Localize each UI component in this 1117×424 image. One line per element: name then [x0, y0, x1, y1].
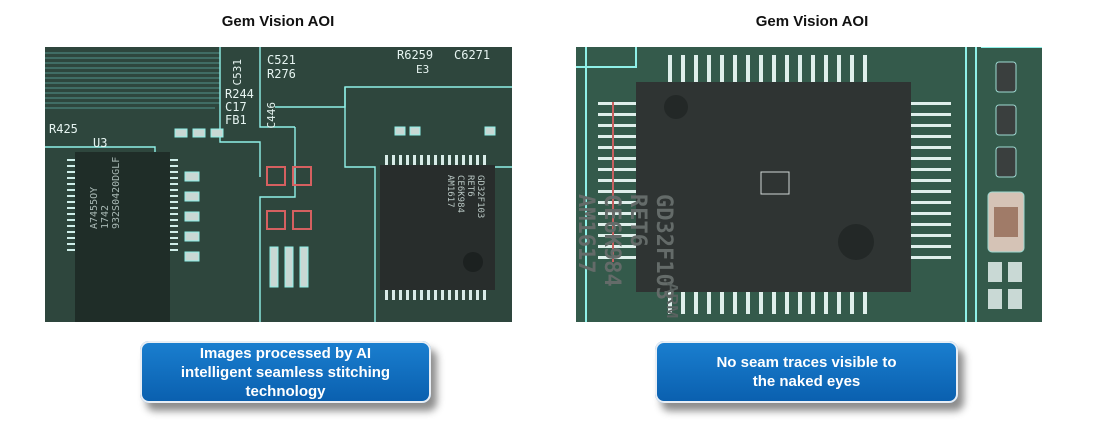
- label-r425: R425: [49, 122, 78, 136]
- label-fb1: FB1: [225, 113, 247, 127]
- label-c446: C446: [265, 102, 278, 129]
- label-u3-chip-marking: A7455OY 1742 932S0420DGLF: [89, 156, 122, 229]
- label-r276: R276: [267, 67, 296, 81]
- label-e3: E3: [416, 63, 430, 76]
- left-panel-title: Gem Vision AOI: [221, 13, 335, 30]
- label-c521: C521: [267, 53, 296, 67]
- caption-no-seam-text: No seam traces visible to the naked eyes: [716, 354, 897, 390]
- caption-no-seam: No seam traces visible to the naked eyes: [655, 341, 958, 403]
- label-c17: C17: [225, 100, 247, 114]
- chip-marking: GD32F103 RET6 CE6K984 AM1617: [576, 194, 676, 300]
- label-c531: C531: [231, 59, 244, 86]
- label-r244: R244: [225, 87, 254, 101]
- caption-stitching: Images processed by AI intelligent seaml…: [140, 341, 431, 403]
- arm-logo: ARM: [663, 282, 680, 319]
- caption-stitching-text: Images processed by AI intelligent seaml…: [180, 344, 391, 400]
- pcb-image-stitched: R425 U3 C521 R276 C531 R244 C17 FB1 C446…: [45, 47, 512, 322]
- label-qfp-chip-marking: GD32F103 RET6 CE6K984 AM1617: [445, 175, 485, 219]
- label-c6271: C6271: [454, 48, 491, 62]
- label-u3: U3: [93, 136, 108, 150]
- label-r6259: R6259: [397, 48, 434, 62]
- right-panel-title: Gem Vision AOI: [755, 13, 869, 30]
- pcb-image-zoomed: GD32F103 RET6 CE6K984 AM1617 ARM: [576, 47, 1042, 322]
